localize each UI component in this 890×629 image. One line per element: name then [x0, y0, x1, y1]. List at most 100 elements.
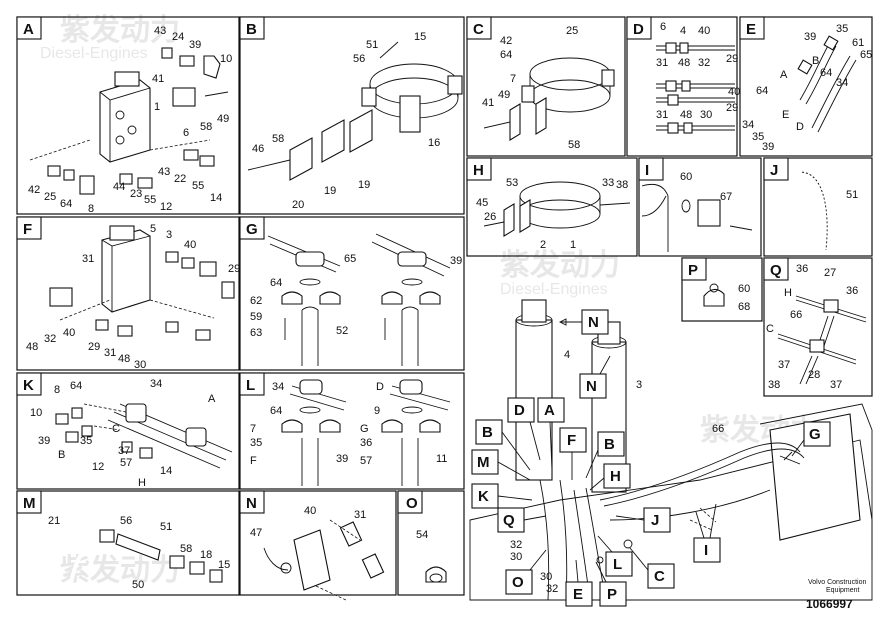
panel-letter: L: [246, 377, 255, 394]
label: 56: [120, 515, 132, 527]
clamp-half-20: [289, 137, 313, 181]
label: 15: [414, 31, 426, 43]
elbow-10: [203, 55, 221, 79]
label: 28: [808, 369, 820, 381]
label: 3: [636, 379, 642, 391]
label: 48: [680, 109, 692, 121]
label: 7: [510, 73, 516, 85]
callout-O[interactable]: O: [505, 549, 547, 595]
panel-G: M 21 56 51 50 58 18 15: [16, 490, 240, 596]
panel-letter-box: [466, 157, 492, 181]
panel-frame: [626, 16, 738, 157]
label: 53: [506, 177, 518, 189]
panel-frame: [16, 372, 240, 490]
callout-J[interactable]: J: [615, 507, 671, 533]
label: 48: [26, 341, 38, 353]
panel-letter-box: [239, 490, 265, 514]
label: 49: [217, 113, 229, 125]
label: 62: [250, 295, 262, 307]
callout-E[interactable]: E: [565, 559, 593, 607]
label: 31: [104, 347, 116, 359]
label: 8: [88, 203, 94, 215]
callout-I[interactable]: I: [693, 503, 721, 563]
label: 34: [742, 119, 754, 131]
label: 15: [218, 559, 230, 571]
callout-B-left[interactable]: B: [475, 419, 531, 471]
callout-H[interactable]: H: [589, 463, 631, 491]
callout-M[interactable]: M: [471, 449, 531, 481]
label: 18: [200, 549, 212, 561]
label: 20: [292, 199, 304, 211]
label: 1: [154, 101, 160, 113]
label: 55: [192, 180, 204, 192]
panel-letter: O: [406, 495, 418, 512]
panel-C: F 5 3 40 29 31 48 32 40 29 31 48 30: [16, 216, 240, 371]
label: 29: [726, 53, 738, 65]
clamp-half-19: [321, 119, 345, 163]
callout-P[interactable]: P: [595, 561, 627, 607]
label: 58: [272, 133, 284, 145]
callout-F[interactable]: F: [559, 427, 587, 480]
panel-letter: P: [688, 262, 698, 279]
label: 64: [756, 85, 768, 97]
label: 29: [228, 263, 240, 275]
bracket-1: [293, 529, 331, 591]
label: 31: [82, 253, 94, 265]
panel-frame: [16, 16, 240, 215]
svg-text:C: C: [654, 568, 665, 585]
drawing-number: 1066997: [806, 597, 853, 611]
label: 38: [768, 379, 780, 391]
callout-K[interactable]: K: [471, 483, 533, 509]
callout-N-2[interactable]: N: [579, 355, 611, 399]
callout-Q[interactable]: Q: [497, 507, 547, 533]
panel-letter: N: [246, 495, 257, 512]
callout-C[interactable]: C: [629, 547, 675, 589]
callout-A[interactable]: A: [537, 397, 565, 471]
label: B: [812, 55, 819, 67]
label: 37: [118, 445, 130, 457]
label: C: [766, 323, 774, 335]
o-ring-40: [681, 199, 691, 213]
callout-D[interactable]: D: [507, 397, 541, 461]
label: 41: [152, 73, 164, 85]
label: 37: [778, 359, 790, 371]
label: D: [376, 381, 384, 393]
callout-L[interactable]: L: [597, 535, 633, 577]
label: 64: [270, 277, 282, 289]
svg-text:B: B: [482, 424, 493, 441]
label: 43: [158, 166, 170, 178]
label: 40: [728, 86, 740, 98]
sensor-2: [361, 553, 385, 579]
watermark-sub: Diesel-Engines: [40, 45, 148, 62]
svg-text:B: B: [604, 436, 615, 453]
label: 47: [250, 527, 262, 539]
panel-letter-box: [739, 16, 765, 40]
svg-text:F: F: [567, 432, 576, 449]
panel-letter-box: [239, 372, 265, 396]
panel-Q: Q 36 27 H 36 66 C 37 28 38 37: [763, 257, 873, 397]
callout-G[interactable]: G: [791, 421, 831, 457]
label: 32: [698, 57, 710, 69]
label: 41: [482, 97, 494, 109]
label: 51: [366, 39, 378, 51]
panel-frame: [16, 490, 240, 596]
label: 48: [678, 57, 690, 69]
label: 64: [270, 405, 282, 417]
panel-letter: M: [23, 495, 36, 512]
bolt-46: [247, 159, 291, 171]
label: 35: [80, 435, 92, 447]
panel-letter: D: [633, 21, 644, 38]
label: 30: [700, 109, 712, 121]
panel-frame: [466, 157, 638, 257]
label: 42: [28, 184, 40, 196]
tee-28: [809, 339, 825, 353]
callout-N-1[interactable]: N: [558, 309, 609, 335]
callout-B-right[interactable]: B: [585, 431, 625, 479]
panel-letter: H: [473, 162, 484, 179]
panel-frame: [466, 16, 626, 157]
label: 29: [88, 341, 100, 353]
label: 5: [150, 223, 156, 235]
clamp-block-16: [399, 95, 421, 133]
label: 1: [570, 239, 576, 251]
label: 14: [160, 465, 172, 477]
